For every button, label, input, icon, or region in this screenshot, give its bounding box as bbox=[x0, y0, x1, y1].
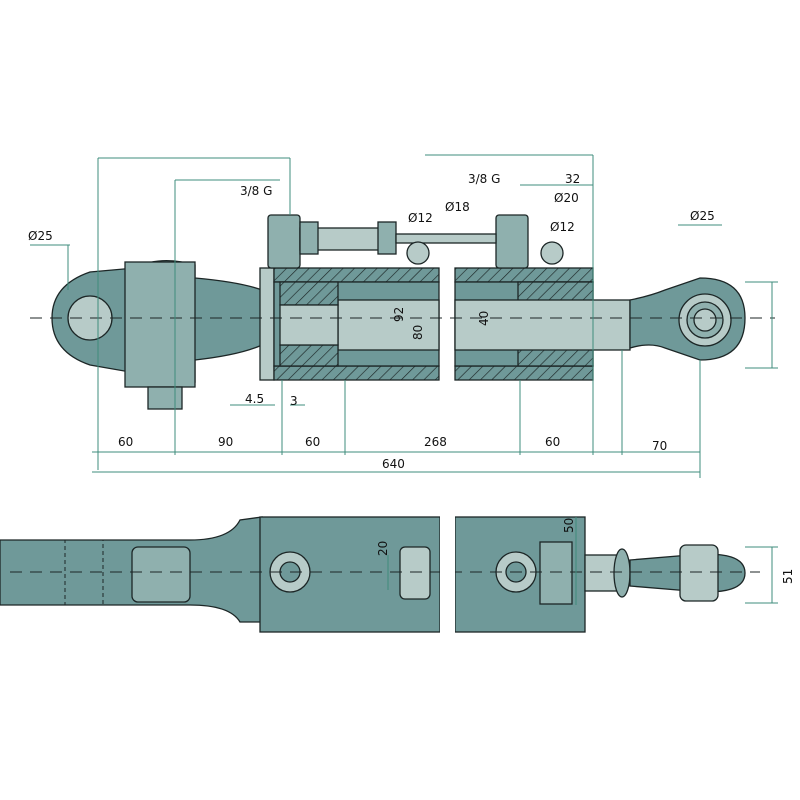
piston-core bbox=[279, 304, 339, 346]
dim-50-label: 50 bbox=[562, 518, 576, 533]
barrel-wall-top bbox=[273, 267, 440, 283]
ball-side bbox=[679, 544, 719, 602]
top-view bbox=[30, 214, 775, 410]
gland-nut bbox=[539, 541, 573, 605]
dim-51-label: 51 bbox=[781, 569, 795, 584]
clevis-side bbox=[0, 516, 263, 623]
dimension-lines bbox=[30, 154, 778, 478]
dim-60-b-label: 60 bbox=[305, 435, 320, 449]
dim-32-label: 32 bbox=[565, 172, 580, 186]
port-fitting-left bbox=[267, 214, 301, 269]
dia-12-right-label: Ø12 bbox=[550, 220, 575, 234]
pipe-thin bbox=[395, 233, 497, 244]
dia-right-eye-label: Ø25 bbox=[690, 209, 715, 223]
dim-640-label: 640 bbox=[382, 457, 405, 471]
dim-60-c-label: 60 bbox=[545, 435, 560, 449]
dia-20-label: Ø20 bbox=[554, 191, 579, 205]
banjo-fitting bbox=[399, 546, 431, 600]
end-flange bbox=[259, 267, 275, 381]
dimension-labels: Ø25 3/8 G 3/8 G Ø12 Ø18 Ø20 Ø12 32 Ø25 9… bbox=[28, 172, 715, 471]
dim-70-label: 70 bbox=[652, 439, 667, 453]
port-fitting-right bbox=[495, 214, 529, 269]
rod-40-label: 40 bbox=[477, 311, 491, 326]
dim-20-label: 20 bbox=[376, 541, 390, 556]
grease-nipple bbox=[147, 386, 183, 410]
side-view: 20 50 51 bbox=[0, 505, 795, 645]
barrel-wall-top-right bbox=[454, 267, 594, 283]
dim-60-a-label: 60 bbox=[118, 435, 133, 449]
thread-right-label: 3/8 G bbox=[468, 172, 500, 186]
dim-90-label: 90 bbox=[218, 435, 233, 449]
dim-4-5-label: 4.5 bbox=[245, 392, 264, 406]
seal-ring-12 bbox=[406, 241, 430, 265]
barrel-wall-bottom bbox=[273, 365, 440, 381]
bore-92-label: 92 bbox=[392, 307, 406, 322]
dia-left-eye-label: Ø25 bbox=[28, 229, 53, 243]
dia-18-label: Ø18 bbox=[445, 200, 470, 214]
barrel-wall-bottom-right bbox=[454, 365, 594, 381]
seal-ring-20 bbox=[540, 241, 564, 265]
dim-268-label: 268 bbox=[424, 435, 447, 449]
dim-3-label: 3 bbox=[290, 394, 298, 408]
thread-left-label: 3/8 G bbox=[240, 184, 272, 198]
piston-rod bbox=[454, 299, 631, 351]
rod-left bbox=[337, 299, 440, 351]
bore-80-label: 80 bbox=[411, 325, 425, 340]
clevis-block-side bbox=[131, 546, 191, 603]
dia-12-left-label: Ø12 bbox=[408, 211, 433, 225]
clevis-block bbox=[124, 261, 196, 388]
